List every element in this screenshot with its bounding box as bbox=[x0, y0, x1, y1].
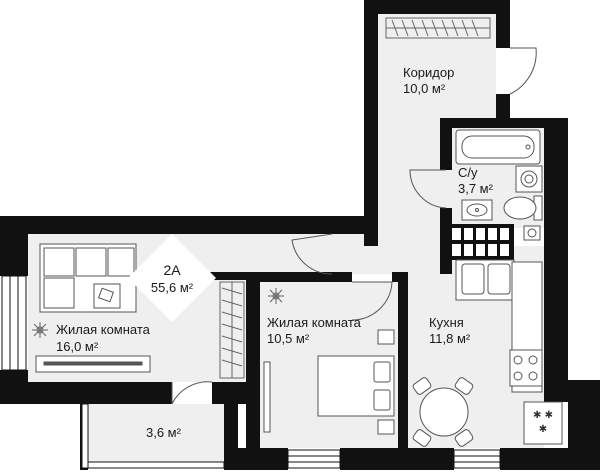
compass-rose-icon bbox=[268, 288, 284, 304]
window bbox=[1, 275, 27, 371]
corridor-name: Коридор bbox=[403, 65, 455, 80]
sink-icon bbox=[461, 199, 493, 221]
balcony-floor bbox=[88, 404, 224, 466]
wall bbox=[440, 118, 452, 170]
sofa-icon bbox=[39, 243, 137, 313]
bathtub-icon bbox=[455, 129, 541, 165]
living-small-name: Жилая комната bbox=[267, 315, 361, 330]
tv-stand bbox=[35, 355, 151, 373]
wall bbox=[544, 118, 568, 380]
oven-icon: ✱ ✱ ✱ bbox=[523, 401, 563, 445]
living-small-area: 10,5 м² bbox=[267, 331, 310, 346]
living-large-name: Жилая комната bbox=[56, 322, 150, 337]
svg-text:✱: ✱ bbox=[539, 424, 547, 435]
wall bbox=[246, 272, 260, 462]
bed-icon bbox=[263, 329, 395, 435]
balcony-rail bbox=[87, 461, 225, 469]
wall bbox=[544, 380, 600, 402]
wall bbox=[440, 118, 568, 128]
wall bbox=[0, 216, 378, 234]
living-large-door bbox=[291, 233, 333, 275]
window bbox=[287, 449, 341, 469]
bathroom-area: 3,7 м² bbox=[458, 181, 493, 196]
ventilation-shaft bbox=[448, 224, 514, 260]
living-large-area: 16,0 м² bbox=[56, 339, 99, 354]
wall bbox=[496, 0, 510, 48]
stove-icon bbox=[509, 349, 543, 387]
corridor-area: 10,0 м² bbox=[403, 81, 446, 96]
wall bbox=[224, 448, 288, 470]
boiler-icon bbox=[523, 225, 541, 241]
unit-code: 2А bbox=[163, 262, 181, 278]
coffee-table-icon bbox=[93, 283, 121, 309]
wall bbox=[496, 94, 510, 124]
living-small-door bbox=[351, 281, 393, 321]
unit-badge bbox=[128, 234, 216, 322]
wall bbox=[0, 382, 172, 404]
window bbox=[453, 449, 501, 469]
wall bbox=[364, 0, 510, 14]
windows bbox=[1, 275, 501, 469]
wall bbox=[210, 272, 266, 280]
balcony-rail bbox=[81, 403, 89, 469]
wall bbox=[398, 272, 408, 462]
balcony-area: 3,6 м² bbox=[146, 425, 181, 440]
washing-machine-icon bbox=[515, 165, 543, 193]
kitchen-area: 11,8 м² bbox=[429, 331, 471, 346]
corridor-wardrobe bbox=[385, 17, 491, 39]
balcony-door bbox=[171, 381, 213, 405]
wall bbox=[224, 404, 238, 470]
unit-area: 55,6 м² bbox=[150, 280, 194, 295]
toilet-icon bbox=[503, 195, 543, 221]
doors bbox=[171, 47, 537, 405]
table-icon bbox=[412, 377, 474, 447]
compass-rose-icon bbox=[32, 322, 48, 338]
wall bbox=[364, 0, 378, 246]
wall bbox=[0, 216, 28, 276]
bathroom-name: С/у bbox=[458, 165, 478, 180]
bathroom-door bbox=[409, 169, 447, 209]
entrance-door bbox=[509, 47, 537, 95]
kitchen-name: Кухня bbox=[429, 315, 464, 330]
wall bbox=[260, 272, 352, 282]
svg-text:✱ ✱: ✱ ✱ bbox=[533, 410, 553, 421]
wardrobe bbox=[219, 281, 245, 379]
wall bbox=[340, 448, 454, 470]
